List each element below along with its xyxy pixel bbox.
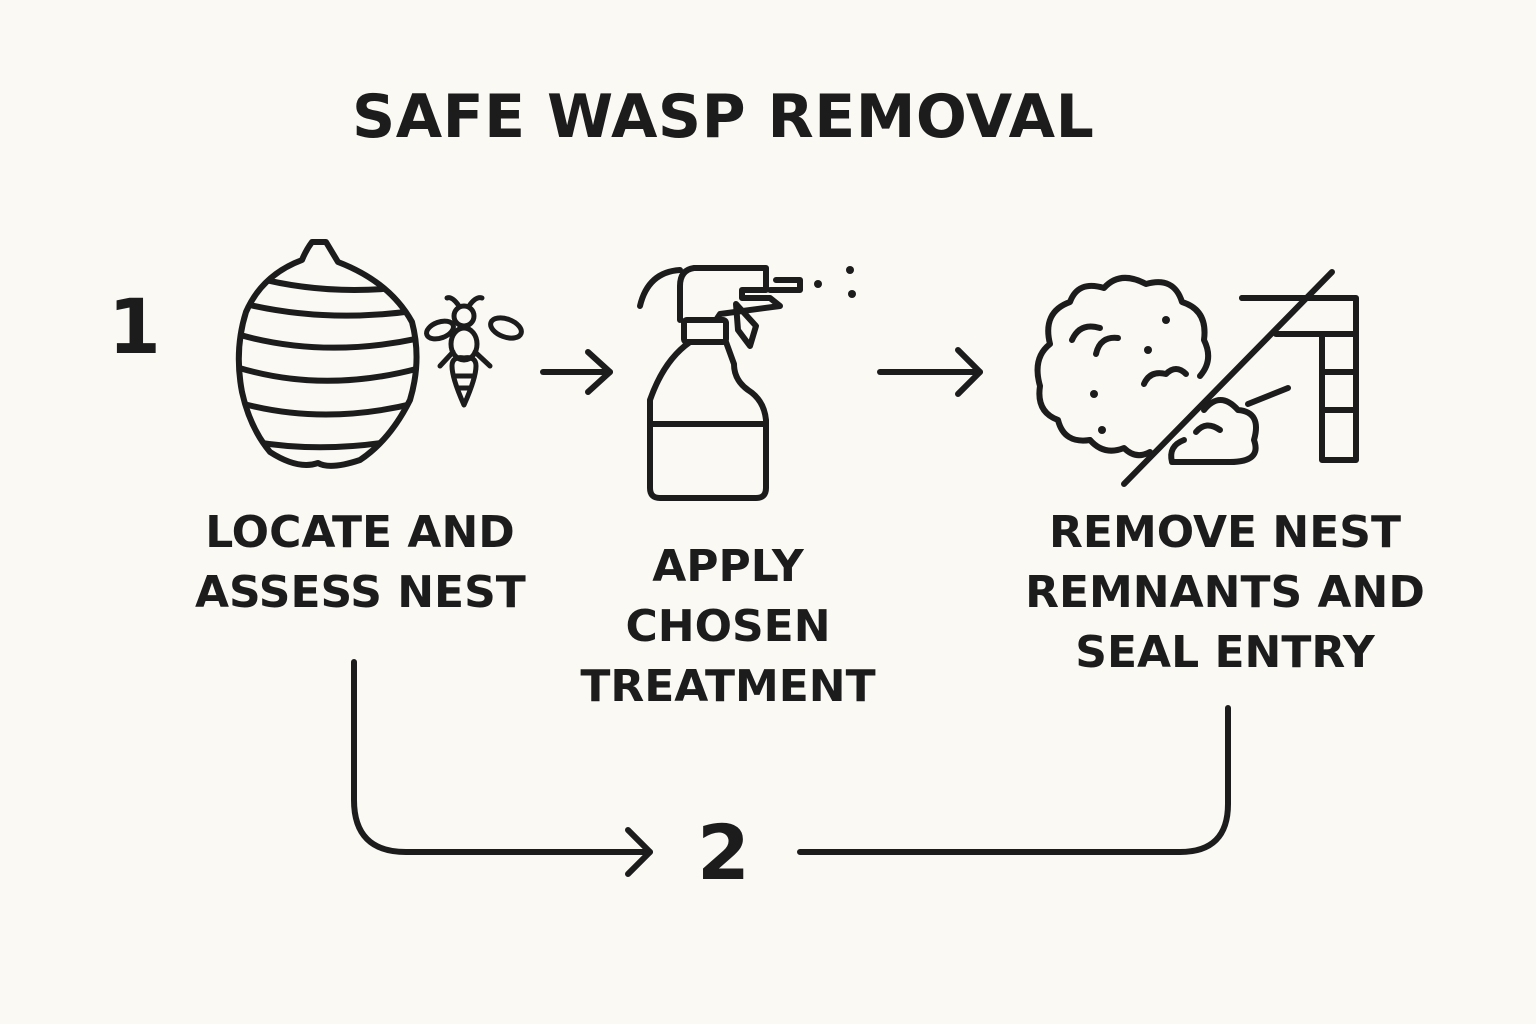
page-title: SAFE WASP REMOVAL <box>352 82 1095 152</box>
wasp-icon <box>424 295 524 408</box>
nest-debris-icon <box>1034 275 1259 465</box>
loop-number-2: 2 <box>697 808 750 897</box>
step-label-remove-seal: REMOVE NEST REMNANTS AND SEAL ENTRY <box>1020 503 1430 683</box>
step-number-1: 1 <box>108 282 161 371</box>
step-label-line: SEAL ENTRY <box>1075 627 1375 678</box>
step-label-line: CHOSEN <box>625 601 831 652</box>
wasp-nest-icon <box>235 239 420 469</box>
step-label-line: APPLY <box>652 541 804 592</box>
step-label-line: LOCATE AND <box>205 507 515 558</box>
arrow-icon <box>540 349 613 395</box>
step-label-line: REMOVE NEST <box>1049 507 1401 558</box>
spray-mist-icon <box>814 266 856 298</box>
step-label-apply-treatment: APPLY CHOSEN TREATMENT <box>568 537 888 717</box>
step-label-locate-assess: LOCATE AND ASSESS NEST <box>195 503 526 623</box>
loop-arrow-left <box>351 659 653 877</box>
brick-wall-icon <box>1121 269 1359 487</box>
spray-bottle-icon <box>637 265 803 501</box>
step-label-line: TREATMENT <box>580 661 876 712</box>
step-label-line: ASSESS NEST <box>195 567 526 618</box>
debris-dots-icon <box>1090 316 1170 434</box>
step-label-line: REMNANTS AND <box>1025 567 1425 618</box>
arrow-icon <box>877 347 983 397</box>
loop-line-right <box>797 705 1231 855</box>
